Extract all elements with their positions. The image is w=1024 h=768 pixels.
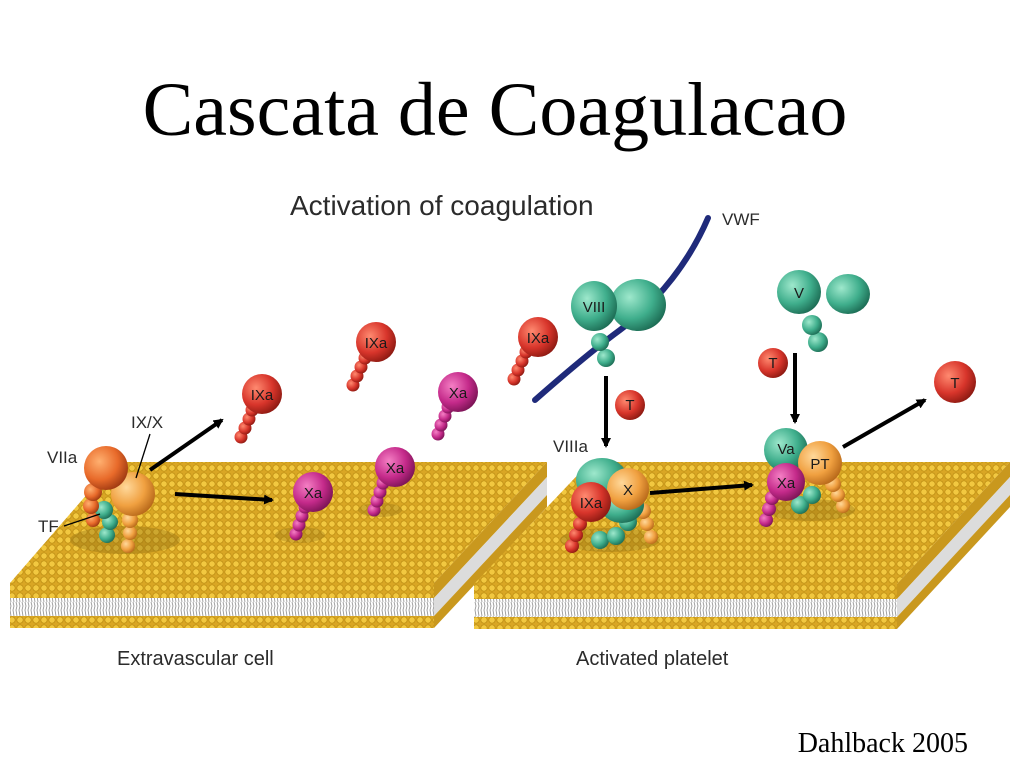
factor-ixa-floating-3: IXa bbox=[507, 317, 558, 386]
label-viiia: VIIIa bbox=[553, 437, 589, 456]
svg-text:VIII: VIII bbox=[583, 299, 606, 316]
svg-text:IXa: IXa bbox=[251, 387, 274, 404]
tenase-complex: X IXa bbox=[565, 458, 658, 553]
factor-xa-bound-1: Xa bbox=[289, 472, 333, 541]
svg-text:Xa: Xa bbox=[386, 460, 405, 477]
arrow-tenase-to-prothrombinase bbox=[649, 480, 754, 495]
svg-text:Xa: Xa bbox=[449, 385, 468, 402]
factor-xa-floating: Xa bbox=[431, 372, 478, 441]
label-vwf: VWF bbox=[722, 210, 760, 229]
reaction-arrows bbox=[148, 353, 927, 505]
vwf-strand bbox=[532, 215, 711, 403]
svg-text:IXa: IXa bbox=[365, 335, 388, 352]
svg-text:IXa: IXa bbox=[580, 495, 603, 512]
svg-text:Xa: Xa bbox=[304, 485, 323, 502]
label-ixx: IX/X bbox=[131, 413, 163, 432]
svg-text:X: X bbox=[623, 482, 633, 499]
citation: Dahlback 2005 bbox=[797, 728, 968, 759]
factor-v: V bbox=[777, 270, 870, 352]
svg-text:Xa: Xa bbox=[777, 475, 796, 492]
factor-xa-bound-2: Xa bbox=[367, 447, 415, 517]
svg-text:T: T bbox=[768, 355, 777, 372]
svg-text:IXa: IXa bbox=[527, 330, 550, 347]
svg-text:Va: Va bbox=[777, 441, 795, 458]
panel-label-extravascular-cell: Extravascular cell bbox=[117, 648, 274, 670]
factor-ixa-floating-1: IXa bbox=[234, 374, 282, 444]
tf-viia-complex bbox=[83, 446, 155, 553]
svg-text:T: T bbox=[625, 397, 634, 414]
panel-label-activated-platelet: Activated platelet bbox=[576, 648, 729, 670]
slide-title: Cascata de Coagulacao bbox=[142, 68, 848, 152]
membrane-extravascular-cell bbox=[10, 462, 547, 628]
label-tf: TF bbox=[38, 517, 59, 536]
label-viia: VIIa bbox=[47, 448, 78, 467]
arrow-pt-to-t bbox=[842, 398, 927, 449]
svg-text:V: V bbox=[794, 285, 804, 302]
thrombin-catalyst-1: T bbox=[615, 390, 645, 420]
svg-text:PT: PT bbox=[810, 456, 829, 473]
thrombin-catalyst-2: T bbox=[758, 348, 788, 378]
arrow-ixx-to-ixa bbox=[148, 418, 224, 472]
thrombin-product: T bbox=[934, 361, 976, 403]
figure-title: Activation of coagulation bbox=[290, 190, 594, 221]
factor-ixa-floating-2: IXa bbox=[346, 322, 396, 392]
svg-text:T: T bbox=[950, 375, 959, 392]
arrow-complex-to-xa bbox=[174, 492, 274, 505]
factor-viii: VIII bbox=[571, 279, 666, 367]
prothrombinase-complex: Va PT Xa bbox=[759, 428, 850, 527]
